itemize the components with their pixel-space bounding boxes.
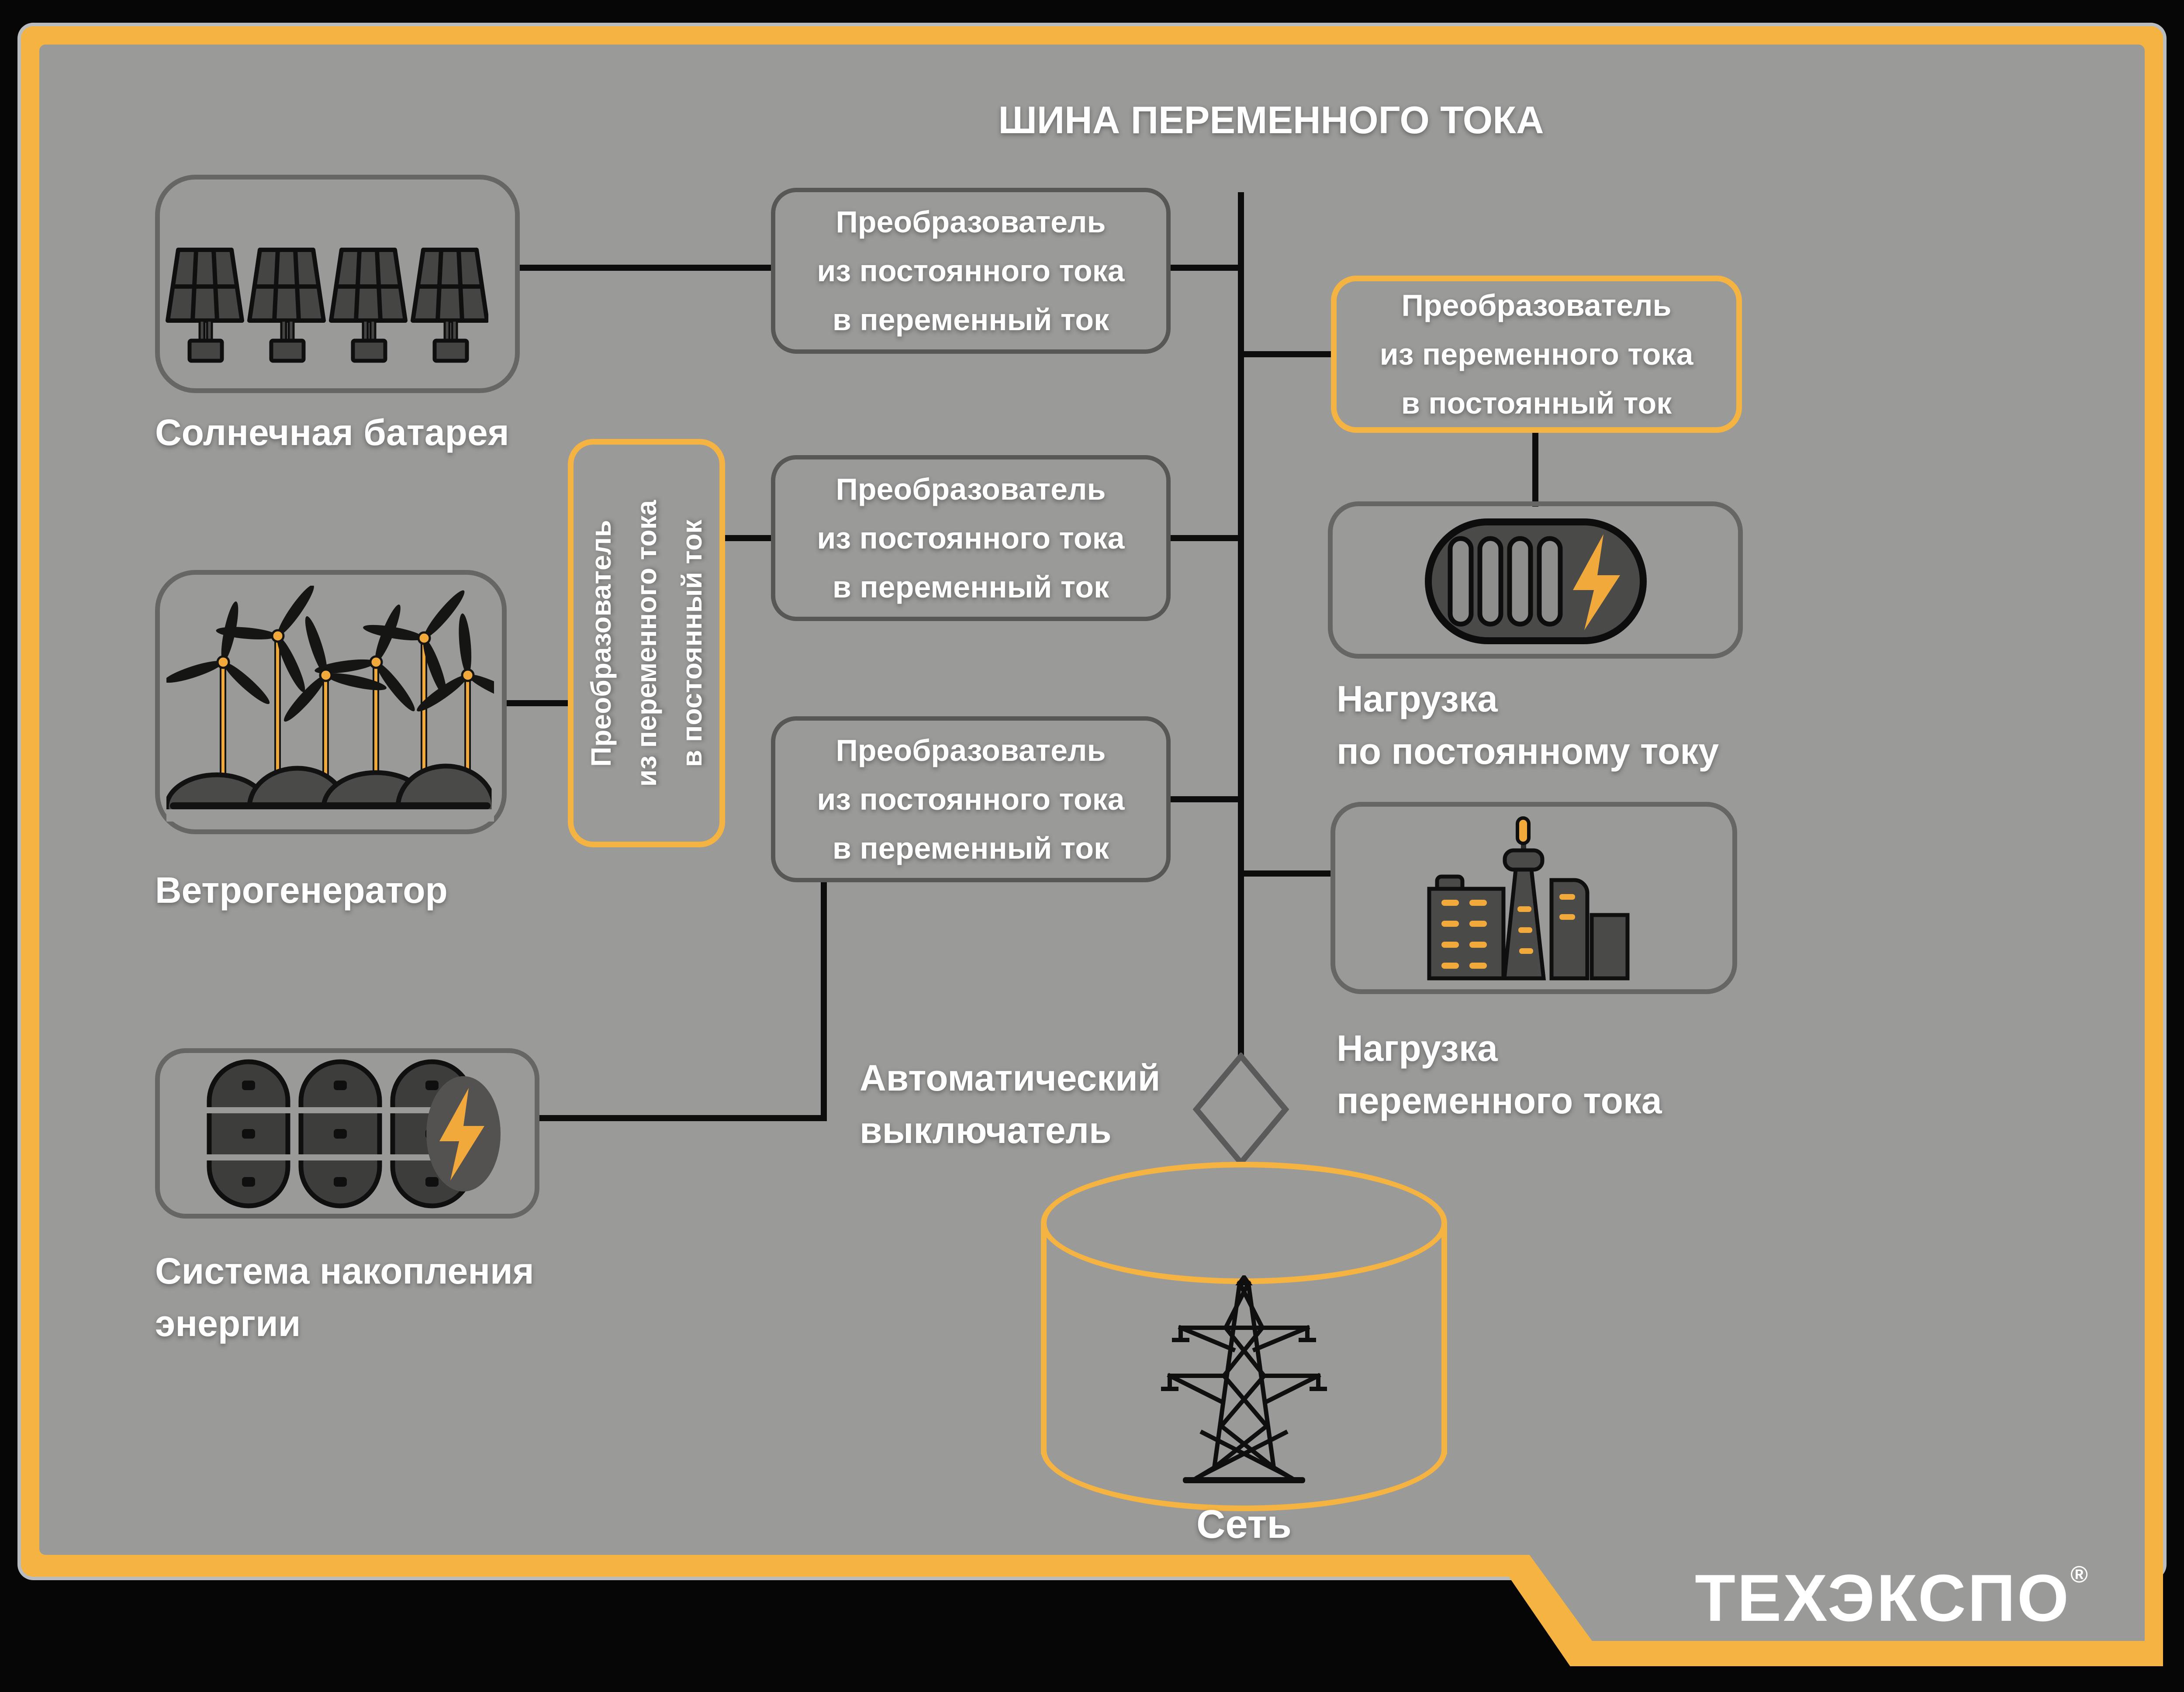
registered-mark-icon: ®: [2070, 1561, 2088, 1588]
converter-dc-ac-3-line1: Преобразователь: [836, 733, 1106, 767]
wind-turbine-icon: [166, 586, 494, 822]
converter-ac-dc-left-line3: в постоянный ток: [676, 519, 708, 767]
dc-load-label-line1: Нагрузка: [1337, 678, 1498, 719]
connector-rectifier-to-dc-load: [1532, 432, 1538, 507]
converter-dc-ac-1-line1: Преобразователь: [836, 205, 1106, 239]
logo-tab-background: [1523, 1546, 2145, 1641]
converter-ac-dc-left-box: Преобразователь из переменного тока в по…: [568, 439, 725, 847]
storage-label-line2: энергии: [155, 1303, 301, 1344]
converter-dc-ac-2-box: Преобразователь из постоянного тока в пе…: [771, 455, 1171, 621]
solar-panel-icon: [166, 248, 488, 378]
converter-ac-dc-right-line2: из переменного тока: [1379, 337, 1693, 371]
converter-dc-ac-2-line2: из постоянного тока: [817, 521, 1125, 555]
ac-load-label-line1: Нагрузка: [1337, 1028, 1498, 1069]
converter-ac-dc-left-line2: из переменного тока: [631, 500, 662, 787]
breaker-diamond-icon: [1193, 1053, 1289, 1166]
brand-logo-text: ТЕХЭКСПО: [1695, 1561, 2071, 1635]
ac-load-label: Нагрузка переменного тока: [1337, 1022, 1662, 1127]
solar-label: Солнечная батарея: [155, 412, 509, 453]
breaker-label: Автоматический выключатель: [860, 1052, 1160, 1157]
grid-label: Сеть: [1196, 1502, 1292, 1547]
breaker-label-line2: выключатель: [860, 1110, 1112, 1151]
connector-rectifier-to-converter2: [723, 535, 773, 541]
converter-ac-dc-right-line1: Преобразователь: [1401, 288, 1672, 322]
converter-dc-ac-3-line2: из постоянного тока: [817, 782, 1125, 816]
storage-label-line1: Система накопления: [155, 1250, 534, 1291]
dc-load-label-line2: по постоянному току: [1337, 731, 1719, 772]
transmission-tower-icon: [1161, 1275, 1327, 1483]
dc-battery-icon: [1425, 518, 1647, 644]
converter-dc-ac-2-line1: Преобразователь: [836, 472, 1106, 506]
converter-dc-ac-2-line3: в переменный ток: [832, 570, 1109, 604]
converter-ac-dc-right-line3: в постоянный ток: [1401, 386, 1672, 420]
city-icon: [1427, 816, 1630, 981]
converter-dc-ac-1-box: Преобразователь из постоянного тока в пе…: [771, 188, 1171, 354]
connector-converter3-to-bus: [1169, 796, 1244, 802]
grid-cylinder-top: [1041, 1162, 1447, 1284]
ac-load-label-line2: переменного тока: [1337, 1080, 1662, 1121]
connector-storage-elbow-vertical: [821, 881, 827, 1121]
solar-panel-box: [155, 175, 520, 393]
converter-dc-ac-3-line3: в переменный ток: [832, 831, 1109, 865]
connector-converter2-to-bus: [1169, 535, 1244, 541]
converter-dc-ac-1-line2: из постоянного тока: [817, 254, 1125, 288]
ac-load-box: [1330, 802, 1737, 994]
connector-bus-to-rectifier-right: [1241, 351, 1333, 357]
storage-box: [155, 1048, 539, 1219]
ac-bus-line: [1238, 192, 1244, 1059]
converter-ac-dc-right-box: Преобразователь из переменного тока в по…: [1331, 276, 1742, 433]
converter-ac-dc-left-line1: Преобразователь: [585, 519, 617, 767]
connector-converter1-to-bus: [1169, 265, 1244, 271]
connector-wind-to-rectifier: [507, 700, 570, 706]
wind-generator-box: [155, 570, 507, 834]
grid-cylinder-left-side: [1041, 1223, 1047, 1454]
converter-ac-dc-left-text: Преобразователь из переменного тока в по…: [568, 447, 725, 840]
battery-storage-icon: [201, 1059, 501, 1209]
page-title: ШИНА ПЕРЕМЕННОГО ТОКА: [998, 98, 1544, 142]
dc-load-box: [1328, 501, 1743, 659]
connector-solar-to-converter: [520, 265, 773, 271]
converter-dc-ac-3-box: Преобразователь из постоянного тока в пе…: [771, 716, 1171, 882]
storage-label: Система накопления энергии: [155, 1245, 534, 1350]
connector-storage-elbow-horizontal: [539, 1115, 827, 1121]
converter-dc-ac-1-line3: в переменный ток: [832, 303, 1109, 337]
brand-logo: ТЕХЭКСПО®: [1664, 1560, 2118, 1637]
breaker-label-line1: Автоматический: [860, 1057, 1161, 1098]
dc-load-label: Нагрузка по постоянному току: [1337, 673, 1719, 777]
connector-bus-to-ac-load: [1241, 870, 1333, 877]
wind-label: Ветрогенератор: [155, 870, 448, 911]
grid-cylinder-right-side: [1441, 1223, 1447, 1454]
